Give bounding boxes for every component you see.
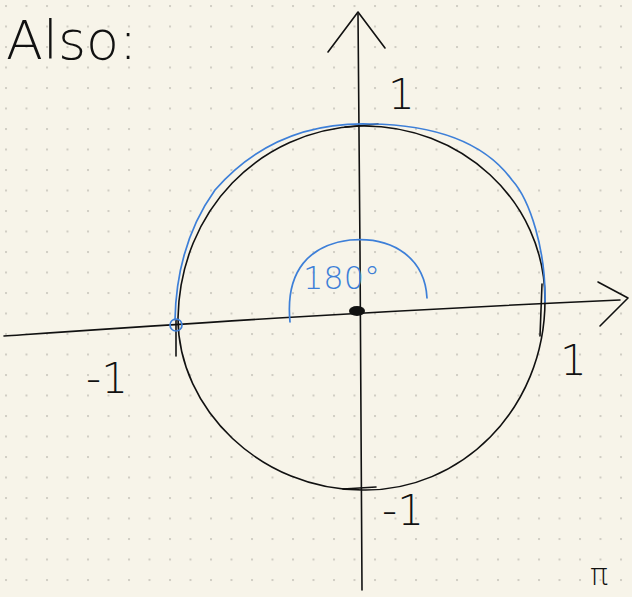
axis-tick-label: -1	[86, 358, 128, 400]
upper-half-arc	[175, 124, 545, 320]
angle-arc	[289, 240, 427, 322]
tick-left	[175, 320, 177, 356]
tick-right	[540, 284, 542, 336]
unit-circle	[178, 126, 545, 490]
y-axis	[358, 14, 362, 590]
axis-tick-label: 1	[388, 74, 415, 116]
tick-bottom	[343, 487, 376, 489]
origin-dot	[349, 306, 365, 316]
title: Also:	[6, 14, 137, 68]
axis-tick-label: 1	[560, 340, 587, 382]
axis-tick-label: -1	[382, 490, 424, 532]
point-minus-one	[170, 319, 182, 331]
note-symbol: π	[590, 560, 608, 590]
x-axis-arrow	[598, 282, 628, 326]
y-axis-arrow	[328, 12, 385, 52]
x-axis	[4, 300, 620, 336]
angle-label: 180°	[303, 262, 380, 294]
